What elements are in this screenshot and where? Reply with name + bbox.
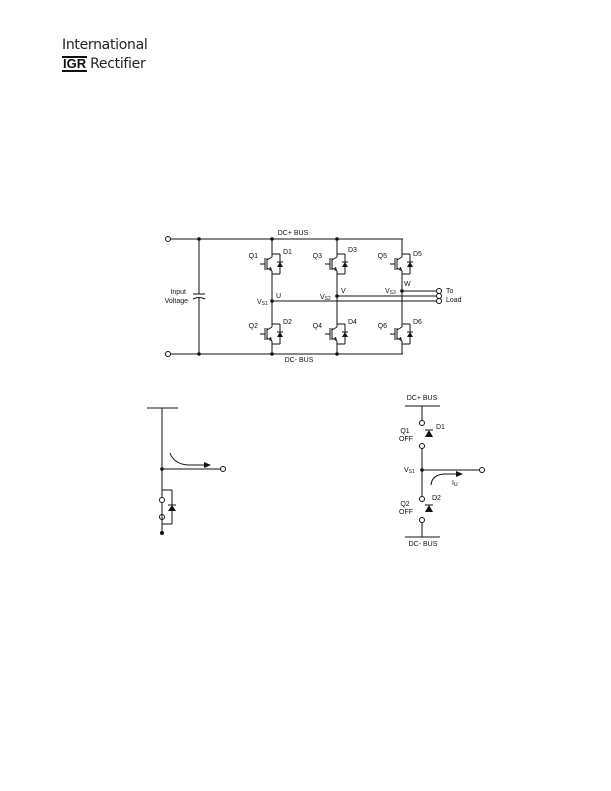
label-q5: Q5	[378, 253, 387, 260]
switch-q1-symbol	[259, 249, 284, 279]
load-label-2: Load	[446, 297, 462, 304]
hb-diode-d2	[424, 504, 434, 513]
switch-q3-symbol	[324, 249, 349, 279]
label-q1: Q1	[249, 253, 258, 260]
three-phase-inverter: Input Voltage DC+ BUS DC- BUS Q1 D1 Q2 D…	[165, 230, 462, 364]
output-terminal-v	[436, 293, 442, 299]
label-w: W	[404, 281, 411, 288]
label-d3: D3	[348, 247, 357, 254]
hb-label-d1: D1	[436, 424, 445, 431]
diode-symbol	[168, 505, 176, 511]
label-q2: Q2	[249, 323, 258, 330]
logo-mark: IGR	[62, 56, 88, 72]
hb-label-d2: D2	[432, 495, 441, 502]
output-terminal-u	[436, 298, 442, 304]
hb-label-current: IU	[452, 480, 458, 488]
label-d5: D5	[413, 251, 422, 258]
switch-q5-symbol	[389, 249, 414, 279]
input-terminal-top	[165, 236, 171, 242]
switch-q2-symbol	[259, 319, 284, 349]
load-label-1: To	[446, 288, 454, 295]
company-logo: International IGR Rectifier	[62, 37, 148, 72]
label-q4: Q4	[313, 323, 322, 330]
label-d2: D2	[283, 319, 292, 326]
half-bridge-sketch-left	[147, 407, 226, 535]
dc-minus-label: DC- BUS	[285, 357, 314, 364]
label-d6: D6	[413, 319, 422, 326]
switch-q4-symbol	[324, 319, 349, 349]
label-d4: D4	[348, 319, 357, 326]
input-label-2: Voltage	[165, 298, 188, 305]
hb-diode-d1	[424, 429, 434, 438]
half-bridge-diagram-right: DC+ BUS Q1 OFF D1 VS1 IU Q2 OFF D2 DC- B…	[399, 395, 485, 548]
label-vs3: VS3	[385, 288, 396, 296]
logo-line-international: International	[62, 37, 148, 53]
output-terminal-w	[436, 288, 442, 294]
label-u: U	[276, 293, 281, 300]
output-terminal	[220, 466, 226, 472]
current-arrow	[169, 452, 206, 466]
input-label-1: Input	[170, 289, 186, 296]
hb-label-q2-state: OFF	[399, 509, 413, 516]
hb-current-arrow	[430, 473, 458, 486]
hb-dc-plus-label: DC+ BUS	[407, 395, 438, 402]
inverter-leg-v: Q3 D3 Q4 D4 V VS2	[313, 237, 357, 356]
hb-output-terminal	[479, 467, 485, 473]
hb-label-q2: Q2	[400, 501, 409, 508]
label-q6: Q6	[378, 323, 387, 330]
hb-label-q1: Q1	[400, 428, 409, 435]
inverter-leg-u: Q1 D1 Q2 D2 U VS1	[249, 237, 292, 356]
label-v: V	[341, 288, 346, 295]
hb-dc-minus-label: DC- BUS	[409, 541, 438, 548]
hb-label-vs: VS1	[404, 467, 415, 475]
label-vs2: VS2	[320, 294, 331, 302]
logo-rectifier-text: Rectifier	[90, 56, 146, 72]
label-d1: D1	[283, 249, 292, 256]
label-q3: Q3	[313, 253, 322, 260]
inverter-leg-w: Q5 D5 Q6 D6 W VS3	[378, 239, 422, 354]
logo-line-rectifier: IGR Rectifier	[62, 56, 147, 72]
dc-plus-label: DC+ BUS	[278, 230, 309, 237]
switch-q6-symbol	[389, 319, 414, 349]
label-vs1: VS1	[257, 299, 268, 307]
input-terminal-bottom	[165, 351, 171, 357]
hb-label-q1-state: OFF	[399, 436, 413, 443]
